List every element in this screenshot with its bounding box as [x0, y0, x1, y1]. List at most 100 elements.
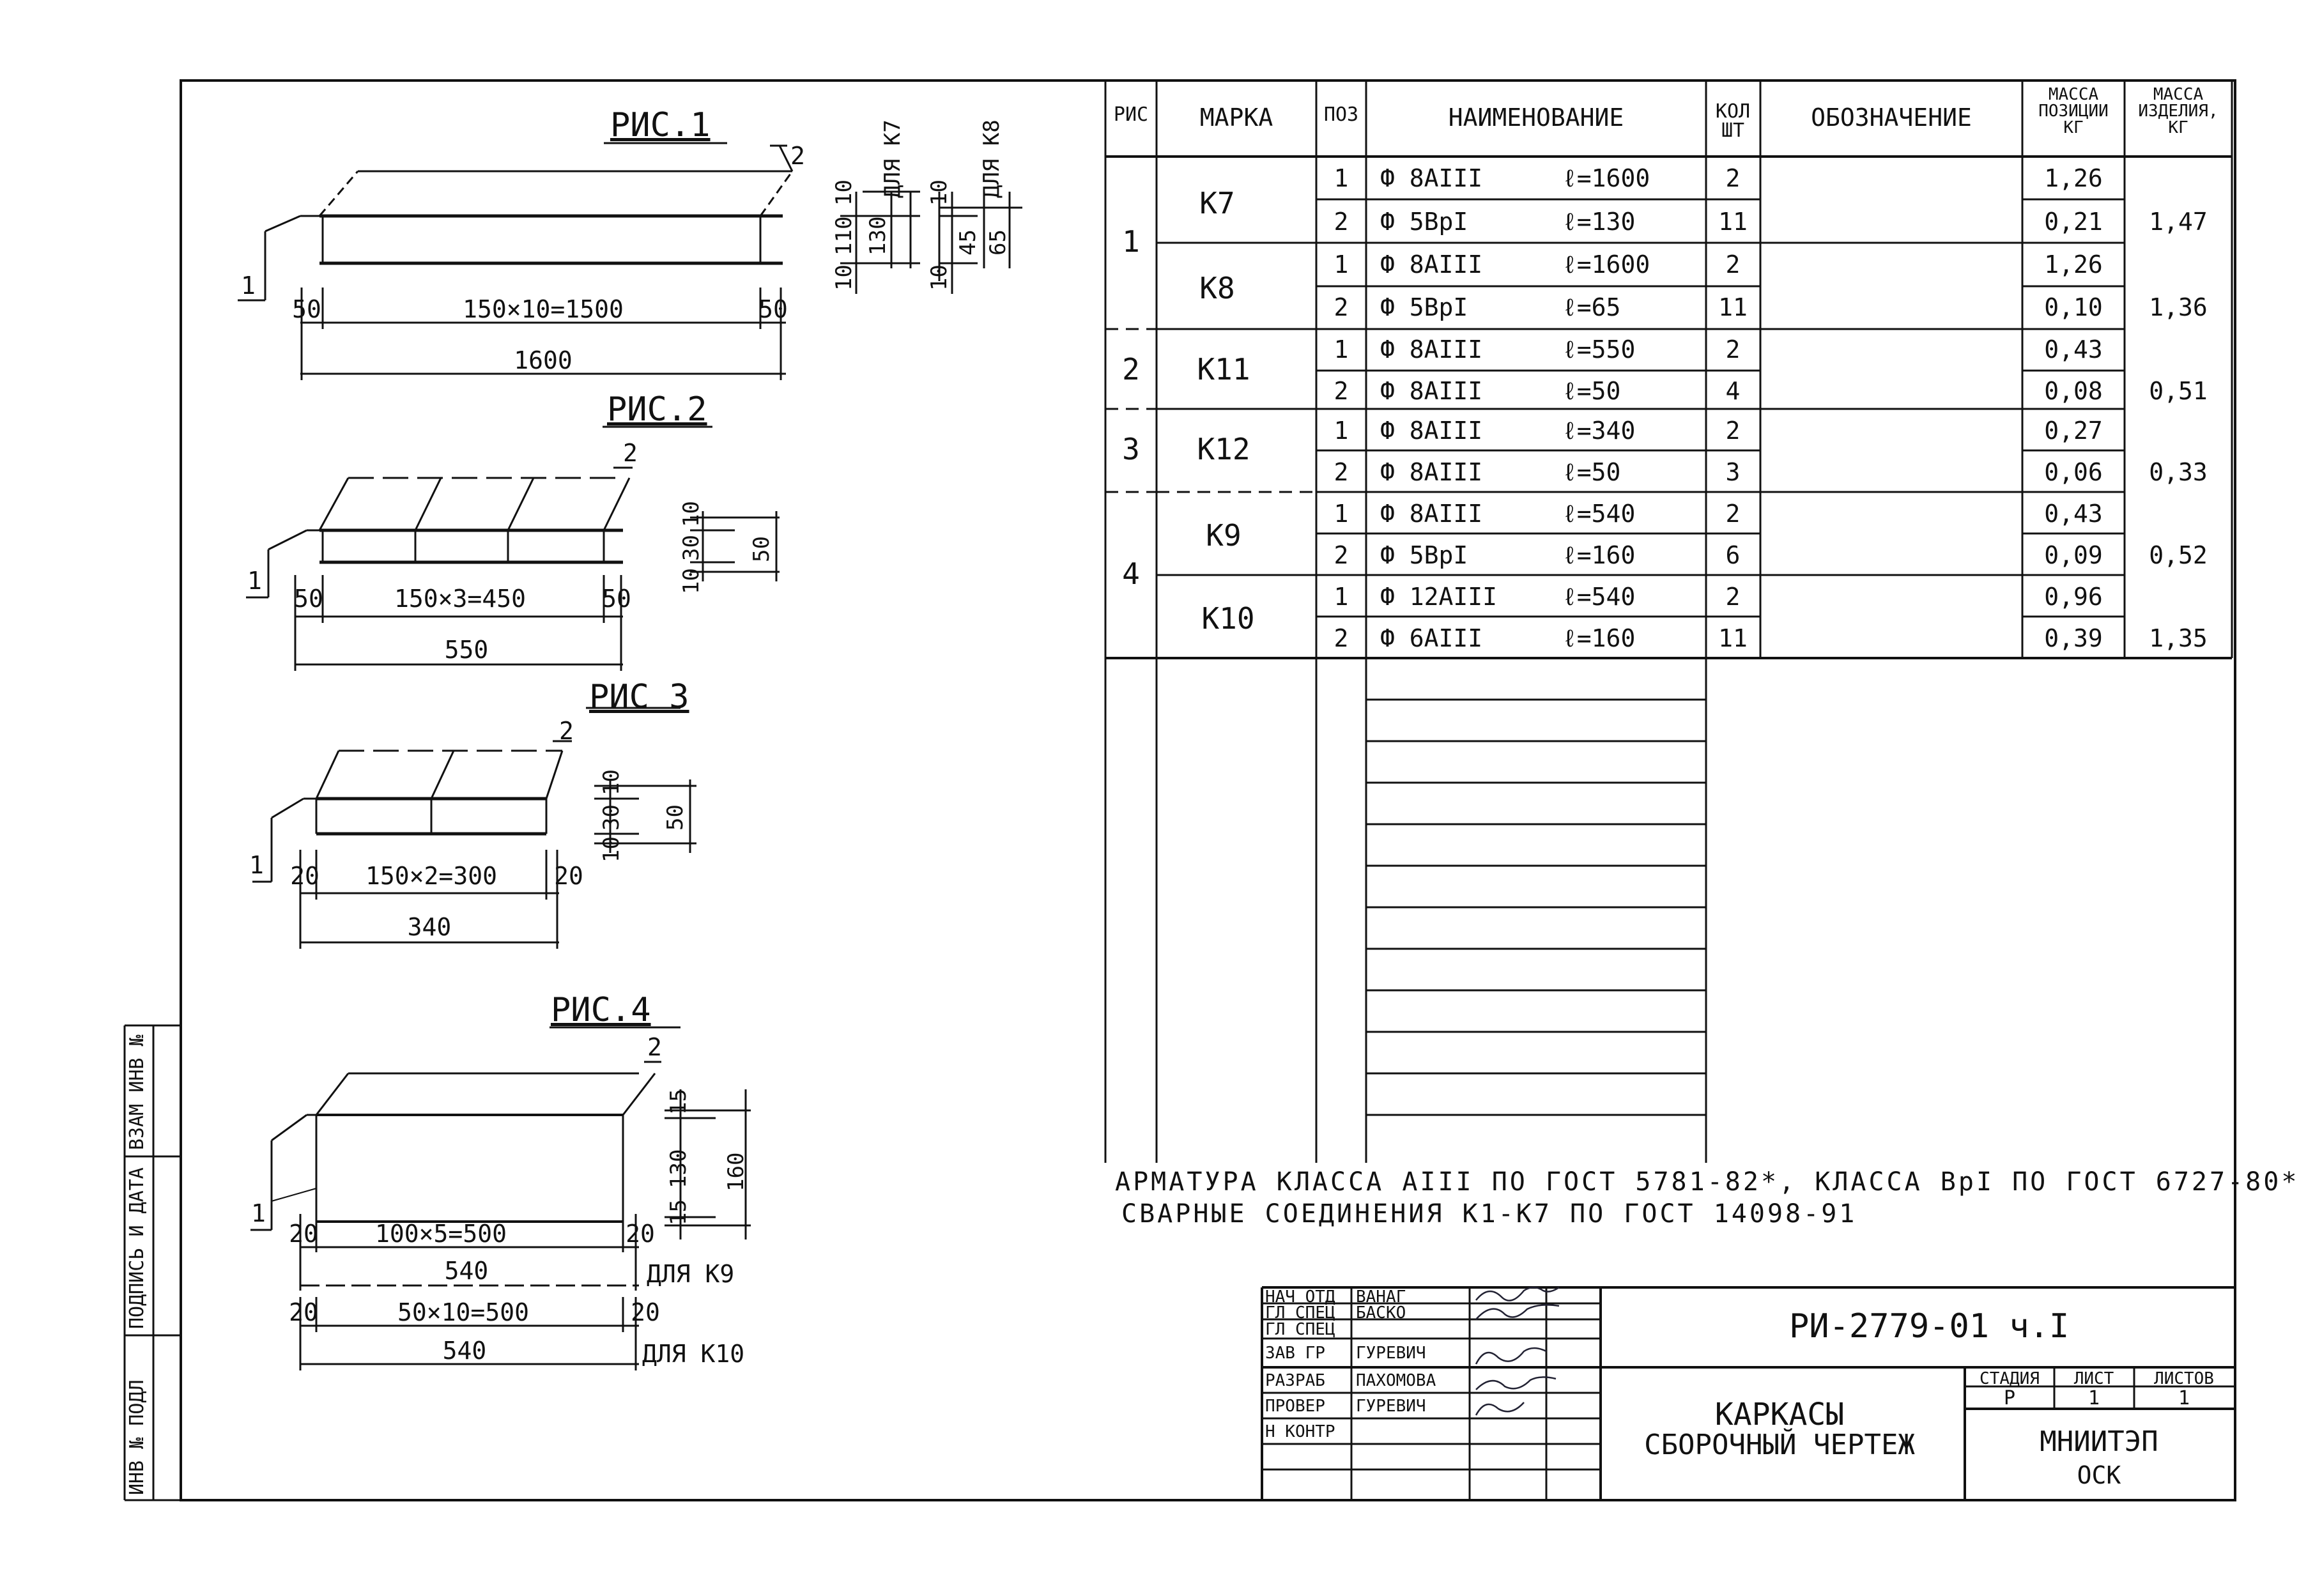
org-dept: ОСК [2077, 1461, 2121, 1489]
fig3-drawing [252, 707, 696, 949]
fig2-drawing [246, 426, 780, 671]
marka-k8: К8 [1199, 271, 1235, 305]
k11-r1-massa: 0,43 [2044, 335, 2103, 364]
k8-r2-naim: Ф 5ВрI [1380, 293, 1468, 321]
signatures [1475, 1286, 1560, 1416]
drawing-sheet: РИС.1 2 1 50 150×10=1500 50 1600 10 110 … [123, 79, 2296, 1501]
stage-label: СТАДИЯ [1980, 1369, 2040, 1388]
fig3-dim-main: 150×2=300 [365, 862, 497, 890]
k11-r1-naim: Ф 8АIII [1380, 335, 1483, 364]
fig4-dim-k10-total: 540 [442, 1337, 487, 1365]
org-name: МНИИТЭП [2040, 1425, 2158, 1458]
name-0: ВАНАГ [1356, 1287, 1406, 1307]
fig3-dim-end-right: 20 [554, 862, 583, 890]
drawing-canvas [123, 79, 2236, 1501]
header-massa-izd: МАССА ИЗДЕЛИЯ, КГ [2138, 85, 2218, 137]
fig4-dim-k9-total: 540 [444, 1257, 489, 1285]
fig1-dim-end-left: 50 [292, 295, 321, 323]
name-3: ГУРЕВИЧ [1356, 1344, 1426, 1363]
k11-r2-poz: 2 [1334, 377, 1349, 405]
k11-r2-len: ℓ=50 [1562, 377, 1621, 405]
k10-r2-poz: 2 [1334, 624, 1349, 652]
fig4-title: РИС.4 [551, 991, 651, 1029]
fig1-title: РИС.1 [610, 106, 711, 144]
fig2-dim-end-left: 50 [294, 585, 323, 613]
fig1-pos1: 1 [241, 272, 256, 300]
signature-4 [1475, 1376, 1557, 1390]
marka-k9: К9 [1206, 518, 1242, 553]
role-2: ГЛ СПЕЦ [1265, 1320, 1335, 1339]
k12-r1-massa: 0,27 [2044, 417, 2103, 445]
k7-r1-naim: Ф 8АIII [1380, 164, 1483, 192]
k8-r2-poz: 2 [1334, 293, 1349, 321]
fig2-title: РИС.2 [607, 390, 707, 429]
fig4-dim-k10-main: 50×10=500 [397, 1298, 529, 1326]
k11-r1-kol: 2 [1725, 335, 1741, 364]
k8-massa-izd: 1,36 [2149, 293, 2208, 321]
fig4-label-k10: ДЛЯ К10 [642, 1340, 745, 1368]
k10-r2-massa: 0,39 [2044, 624, 2103, 652]
k12-r2-len: ℓ=50 [1562, 458, 1621, 486]
fig1-dim-total: 1600 [514, 346, 573, 374]
doc-code: РИ-2779-01 ч.I [1789, 1307, 2070, 1346]
k7-massa-izd: 1,47 [2149, 208, 2208, 236]
fig3-title: РИС 3 [589, 678, 689, 716]
name-4: ПАХОМОВА [1356, 1371, 1436, 1390]
header-massa-poz: МАССА ПОЗИЦИИ КГ [2038, 85, 2109, 137]
k11-r2-massa: 0,08 [2044, 377, 2103, 405]
header-marka: МАРКА [1199, 104, 1273, 132]
left-strip [123, 1024, 181, 1501]
fig2-dim-main: 150×3=450 [394, 585, 526, 613]
fig4-pos1: 1 [251, 1199, 266, 1227]
fig1-dim-end-right: 50 [758, 295, 788, 323]
fig2-pos1: 1 [247, 567, 262, 595]
k9-r1-kol: 2 [1725, 500, 1741, 528]
signature-0 [1475, 1286, 1560, 1301]
k8-r2-kol: 11 [1718, 293, 1748, 321]
fig3-dim-end-left: 20 [290, 862, 319, 890]
k7-r1-kol: 2 [1725, 164, 1741, 192]
k9-r1-massa: 0,43 [2044, 500, 2103, 528]
title-line2: СБОРОЧНЫЙ ЧЕРТЕЖ [1644, 1429, 1915, 1461]
role-3: ЗАВ ГР [1265, 1344, 1325, 1363]
name-5: ГУРЕВИЧ [1356, 1397, 1426, 1416]
k9-r1-poz: 1 [1334, 500, 1349, 528]
signature-5 [1475, 1402, 1525, 1416]
fig4-dim-k10-left: 20 [289, 1298, 318, 1326]
k12-r1-naim: Ф 8АIII [1380, 417, 1483, 445]
fig1-dim-main: 150×10=1500 [463, 295, 624, 323]
k9-massa-izd: 0,52 [2149, 541, 2208, 569]
k12-r2-poz: 2 [1334, 458, 1349, 486]
k12-r2-naim: Ф 8АIII [1380, 458, 1483, 486]
marka-k7: К7 [1199, 186, 1235, 220]
k7-r2-naim: Ф 5ВрI [1380, 208, 1468, 236]
k10-massa-izd: 1,35 [2149, 624, 2208, 652]
k10-r2-len: ℓ=160 [1562, 624, 1636, 652]
marka-k10: К10 [1201, 601, 1255, 636]
stage-value: Р [2003, 1387, 2016, 1409]
k11-r1-len: ℓ=550 [1562, 335, 1636, 364]
k10-r1-massa: 0,96 [2044, 583, 2103, 611]
sheets-value: 1 [2178, 1387, 2190, 1409]
k10-r1-len: ℓ=540 [1562, 583, 1636, 611]
k11-r2-naim: Ф 8АIII [1380, 377, 1483, 405]
k7-r1-massa: 1,26 [2044, 164, 2103, 192]
k8-r2-len: ℓ=65 [1562, 293, 1621, 321]
role-4: РАЗРАБ [1265, 1371, 1325, 1390]
k9-r2-kol: 6 [1725, 541, 1741, 569]
fig1-drawing [238, 142, 1022, 380]
header-kol: КОЛ ШТ [1715, 100, 1751, 142]
ris-4: 4 [1122, 556, 1140, 591]
k10-r1-kol: 2 [1725, 583, 1741, 611]
sheet-label: ЛИСТ [2073, 1369, 2114, 1388]
k7-r2-kol: 11 [1718, 208, 1748, 236]
fig2-dim-end-right: 50 [602, 585, 631, 613]
role-1: ГЛ СПЕЦ [1265, 1303, 1335, 1323]
k12-massa-izd: 0,33 [2149, 458, 2208, 486]
k8-r1-massa: 1,26 [2044, 250, 2103, 279]
name-1: БАСКО [1356, 1303, 1406, 1323]
header-poz: ПОЗ [1323, 104, 1359, 126]
k12-r1-poz: 1 [1334, 417, 1349, 445]
k9-r2-poz: 2 [1334, 541, 1349, 569]
role-0: НАЧ ОТД [1265, 1287, 1335, 1307]
